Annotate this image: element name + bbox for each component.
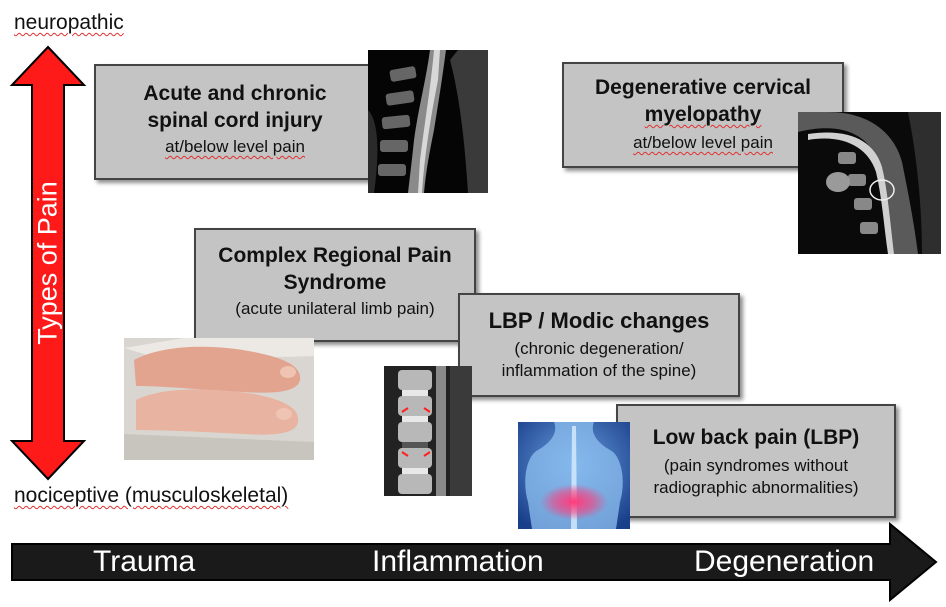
dcm-mri-image — [798, 112, 941, 254]
top-axis-label: neuropathic — [14, 11, 124, 34]
sci-subtitle: at/below level pain — [165, 137, 305, 156]
crps-title-line1: Complex Regional Pain — [218, 244, 452, 267]
sci-mri-image — [368, 50, 488, 193]
sci-title-line1: Acute and chronic — [143, 82, 327, 105]
lbp-title: Low back pain (LBP) — [652, 426, 860, 449]
lbp-back-image — [518, 422, 630, 529]
sci-box: Acute and chronic spinal cord injury at/… — [94, 64, 376, 180]
crps-feet-photo — [124, 338, 314, 460]
sci-title-line2: spinal cord injury — [147, 109, 323, 132]
dcm-title-line1: Degenerative cervical — [595, 76, 811, 99]
dcm-title-line2: myelopathy — [644, 103, 762, 126]
lbp-subtitle-line1: (pain syndromes without — [663, 456, 849, 475]
modic-subtitle-line1: (chronic degeneration/ — [514, 339, 684, 358]
lbp-box: Low back pain (LBP) (pain syndromes with… — [616, 404, 896, 518]
crps-box: Complex Regional Pain Syndrome (acute un… — [194, 228, 476, 342]
modic-title: LBP / Modic changes — [488, 308, 710, 333]
modic-box: LBP / Modic changes (chronic degeneratio… — [458, 293, 740, 397]
bottom-axis-label: nociceptive (musculoskeletal) — [14, 484, 288, 508]
stage-trauma: Trauma — [93, 545, 196, 578]
modic-subtitle-line2: inflammation of the spine) — [501, 361, 697, 380]
crps-title-line2: Syndrome — [283, 271, 387, 294]
vertical-title: Types of Pain — [32, 181, 63, 345]
dcm-subtitle: at/below level pain — [633, 133, 773, 152]
dcm-box: Degenerative cervical myelopathy at/belo… — [562, 62, 844, 168]
lbp-subtitle-line2: radiographic abnormalities) — [653, 478, 859, 497]
timeline-arrow — [11, 521, 938, 603]
modic-mri-image — [384, 366, 472, 496]
stage-inflammation: Inflammation — [372, 545, 544, 578]
stage-degeneration: Degeneration — [694, 545, 875, 578]
pain-type-arrow — [9, 45, 87, 481]
bottom-axis-label-text: nociceptive (musculoskeletal) — [14, 484, 289, 507]
crps-subtitle: (acute unilateral limb pain) — [235, 299, 435, 318]
